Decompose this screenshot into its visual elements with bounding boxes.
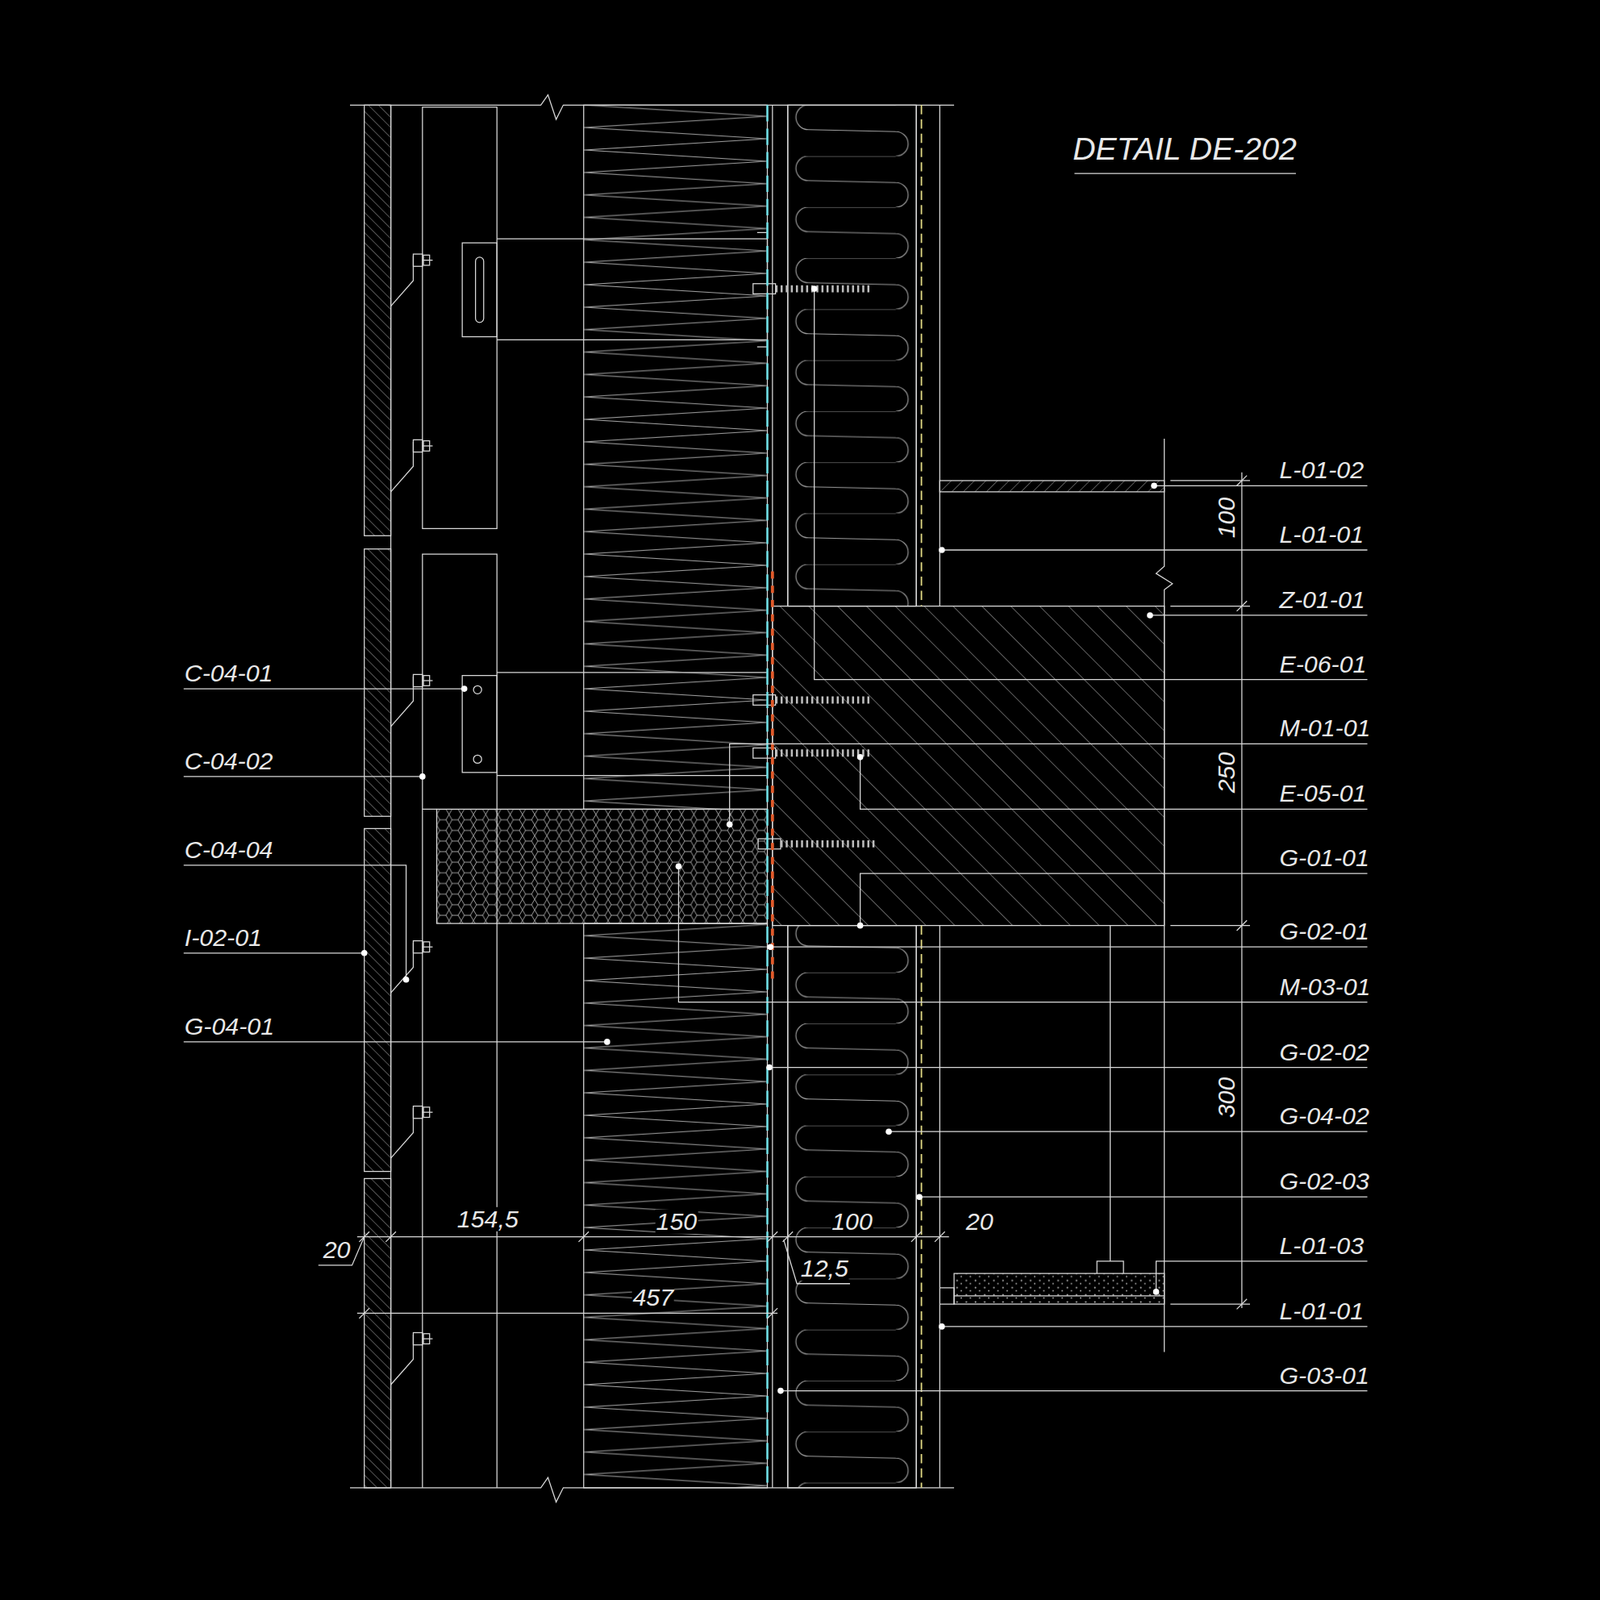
leader-lines bbox=[183, 288, 1368, 1392]
drawing-title: DETAIL DE-202 bbox=[1071, 133, 1298, 165]
dimension-value: 154,5 bbox=[456, 1207, 520, 1232]
callout-code: G-03-01 bbox=[1278, 1362, 1370, 1388]
callout-code: G-02-03 bbox=[1278, 1169, 1370, 1194]
dimension-value: 150 bbox=[655, 1208, 699, 1234]
membranes bbox=[767, 104, 922, 1488]
callout-code: M-01-01 bbox=[1278, 716, 1371, 741]
dimension-value: 100 bbox=[1214, 495, 1239, 539]
callout-code: M-03-01 bbox=[1278, 974, 1371, 999]
callout-code: G-04-01 bbox=[183, 1014, 275, 1039]
callout-code: L-01-02 bbox=[1278, 458, 1365, 483]
callout-code: Z-01-01 bbox=[1278, 587, 1366, 613]
dimension-value: 20 bbox=[965, 1208, 995, 1234]
callout-code: E-05-01 bbox=[1278, 781, 1367, 806]
callout-code: L-01-01 bbox=[1278, 522, 1365, 547]
dimension-value: 20 bbox=[322, 1237, 352, 1263]
callout-code: G-02-01 bbox=[1278, 919, 1370, 944]
dimension-value: 12,5 bbox=[800, 1256, 850, 1281]
dimension-value: 250 bbox=[1214, 751, 1239, 795]
leader-dots bbox=[361, 285, 1159, 1394]
callout-code: I-02-01 bbox=[183, 925, 263, 950]
callout-code: C-04-04 bbox=[183, 837, 275, 863]
callout-code: G-01-01 bbox=[1278, 845, 1370, 871]
callout-code: L-01-01 bbox=[1278, 1299, 1365, 1324]
callout-code: G-04-02 bbox=[1278, 1104, 1370, 1129]
dimension-value: 100 bbox=[830, 1208, 874, 1234]
dimension-value: 457 bbox=[631, 1285, 675, 1310]
wall-build-up bbox=[350, 95, 1173, 1503]
callout-code: G-02-02 bbox=[1278, 1039, 1370, 1064]
dimension-lines bbox=[318, 173, 1296, 1319]
callout-code: C-04-02 bbox=[183, 749, 275, 774]
callout-code: E-06-01 bbox=[1278, 652, 1367, 677]
dimension-value: 300 bbox=[1214, 1076, 1239, 1120]
callout-code: L-01-03 bbox=[1278, 1233, 1365, 1259]
callout-code: C-04-01 bbox=[183, 661, 275, 686]
